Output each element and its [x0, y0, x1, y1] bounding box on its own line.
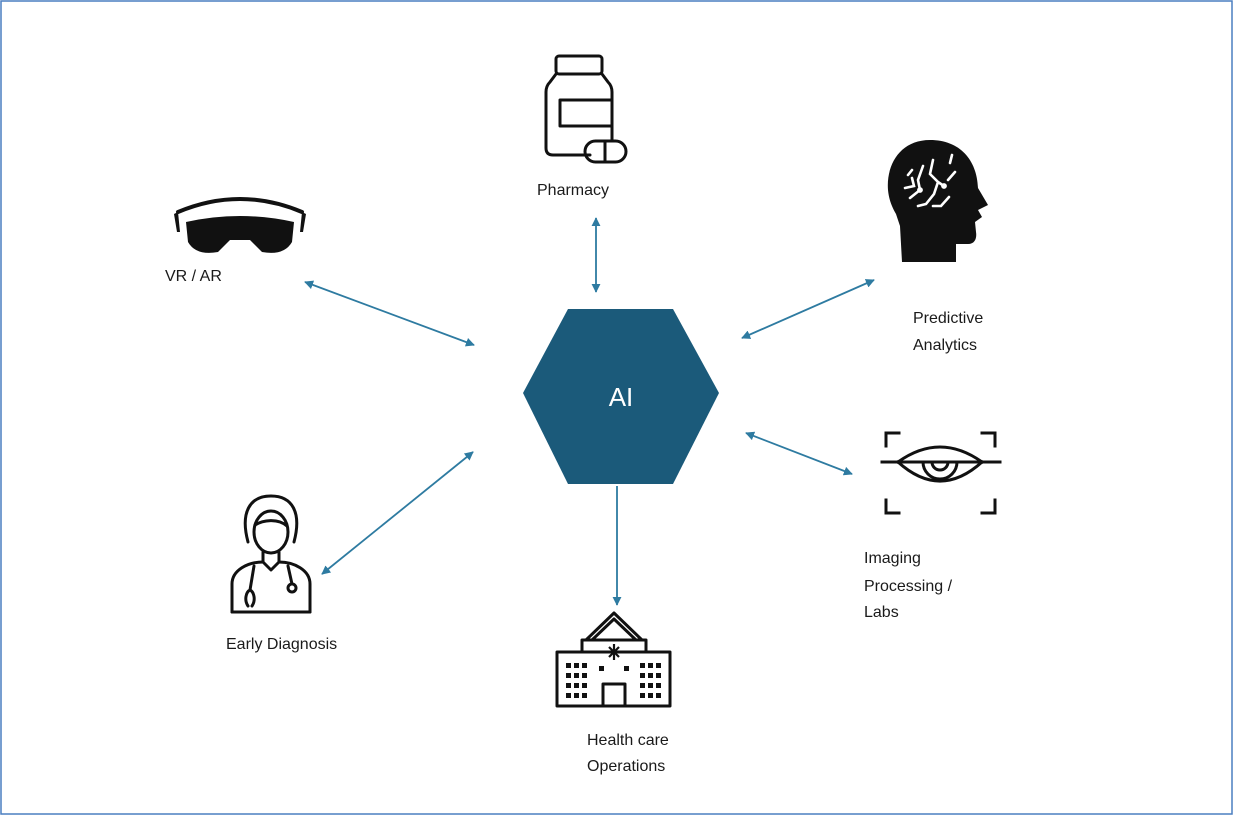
arrow-predictive-analytics	[741, 279, 875, 339]
doctor-icon	[230, 494, 312, 614]
eye-scan-icon	[880, 431, 1002, 515]
early-diagnosis-label: Early Diagnosis	[226, 636, 338, 653]
imaging-label-line3: Labs	[864, 604, 899, 621]
arrow-imaging	[745, 431, 853, 476]
imaging-label-line2: Processing /	[864, 578, 953, 595]
vr-ar-label: VR / AR	[165, 268, 222, 285]
imaging-label-line1: Imaging	[864, 550, 921, 567]
predictive-analytics-label-line1: Predictive	[913, 310, 984, 327]
vr-headset-icon	[174, 197, 306, 253]
healthcare-operations-label-line1: Health care	[587, 732, 669, 749]
ai-hub-label: AI	[608, 382, 634, 412]
ai-hub-hexagon	[523, 309, 719, 484]
predictive-analytics-label-line2: Analytics	[913, 337, 978, 354]
hospital-windows	[566, 663, 661, 698]
medicine-bottle-icon	[544, 54, 628, 164]
hospital-icon	[555, 611, 672, 708]
healthcare-operations-label-line2: Operations	[587, 758, 666, 775]
arrow-early-diagnosis	[321, 451, 474, 575]
brain-head-icon	[887, 140, 988, 262]
pharmacy-label: Pharmacy	[537, 182, 610, 199]
arrow-vr-ar	[304, 280, 475, 347]
